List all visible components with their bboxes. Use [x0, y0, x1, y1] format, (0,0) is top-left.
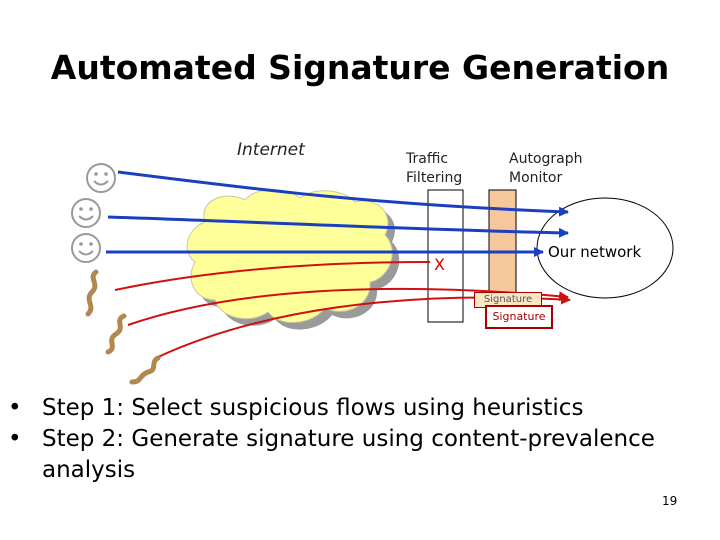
worm-flow-1	[114, 261, 431, 291]
autograph-monitor-box	[488, 189, 517, 303]
blocked-x-mark: X	[434, 255, 445, 274]
page-number: 19	[662, 494, 678, 508]
internet-label: Internet	[237, 140, 305, 160]
bullet-list: • Step 1: Select suspicious flows using …	[0, 393, 700, 486]
traffic-filtering-label: Traffic Filtering	[406, 151, 463, 186]
benign-flow-2	[107, 215, 569, 238]
worm-flow-2	[127, 287, 569, 326]
smiley-icon	[71, 198, 101, 228]
autograph-monitor-label: Autograph Monitor	[509, 151, 583, 186]
signature-box: Signature	[485, 305, 553, 329]
bullet-item: • Step 2: Generate signature using conte…	[8, 426, 655, 483]
smiley-icon	[71, 233, 101, 263]
worm-icon	[129, 355, 161, 385]
bullet-item: • Step 1: Select suspicious flows using …	[8, 395, 584, 421]
worm-icon	[105, 313, 127, 355]
traffic-filtering-box	[427, 189, 464, 323]
benign-flow-1	[117, 170, 569, 217]
our-network-label: Our network	[548, 243, 642, 261]
worm-icon	[85, 269, 99, 317]
slide-title: Automated Signature Generation	[50, 48, 670, 87]
smiley-icon	[86, 163, 116, 193]
